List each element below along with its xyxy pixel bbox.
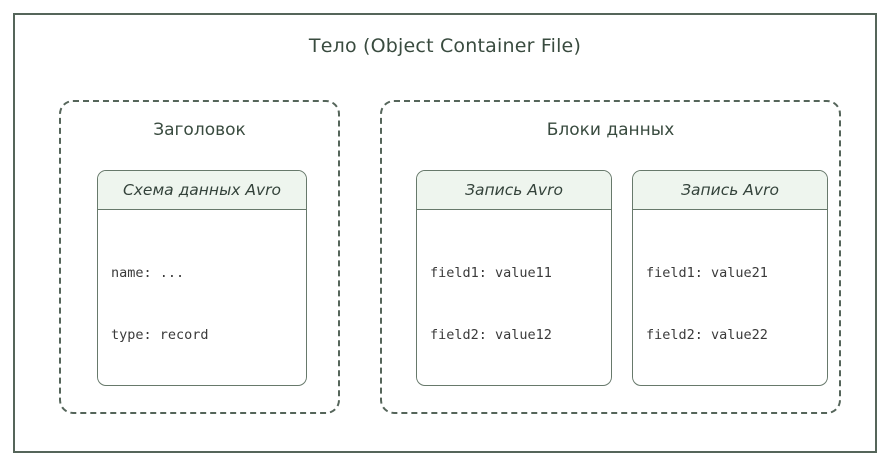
avro-schema-card-title: Схема данных Avro — [98, 171, 306, 210]
diagram-title: Тело (Object Container File) — [308, 35, 582, 57]
code-line: type: record — [111, 326, 209, 343]
avro-schema-card-body: name: ... type: record field1: datatype1… — [98, 210, 306, 385]
group-header-title: Заголовок — [153, 120, 246, 140]
object-container-file-frame: Тело (Object Container File) Заголовок С… — [13, 13, 877, 453]
code-line: field2: value12 — [430, 326, 552, 343]
avro-record-card-2-title: Запись Avro — [633, 171, 827, 210]
code-line: name: ... — [111, 265, 185, 281]
avro-record-card-1: Запись Avro field1: value11 field2: valu… — [416, 170, 612, 386]
avro-record-card-2-body: field1: value21 field2: value22 ... [sys… — [633, 210, 827, 385]
group-data-blocks-title: Блоки данных — [546, 120, 675, 140]
avro-schema-card: Схема данных Avro name: ... type: record… — [97, 170, 307, 386]
group-header: Заголовок Схема данных Avro name: ... ty… — [59, 100, 340, 414]
avro-record-card-1-title: Запись Avro — [417, 171, 611, 210]
code-line: field1: value11 — [430, 265, 552, 281]
code-line: field2: value22 — [646, 326, 768, 343]
group-data-blocks: Блоки данных Запись Avro field1: value11… — [380, 100, 841, 414]
code-line: field1: value21 — [646, 265, 768, 281]
avro-record-card-2: Запись Avro field1: value21 field2: valu… — [632, 170, 828, 386]
avro-record-card-1-body: field1: value11 field2: value12 ... [sys… — [417, 210, 611, 385]
